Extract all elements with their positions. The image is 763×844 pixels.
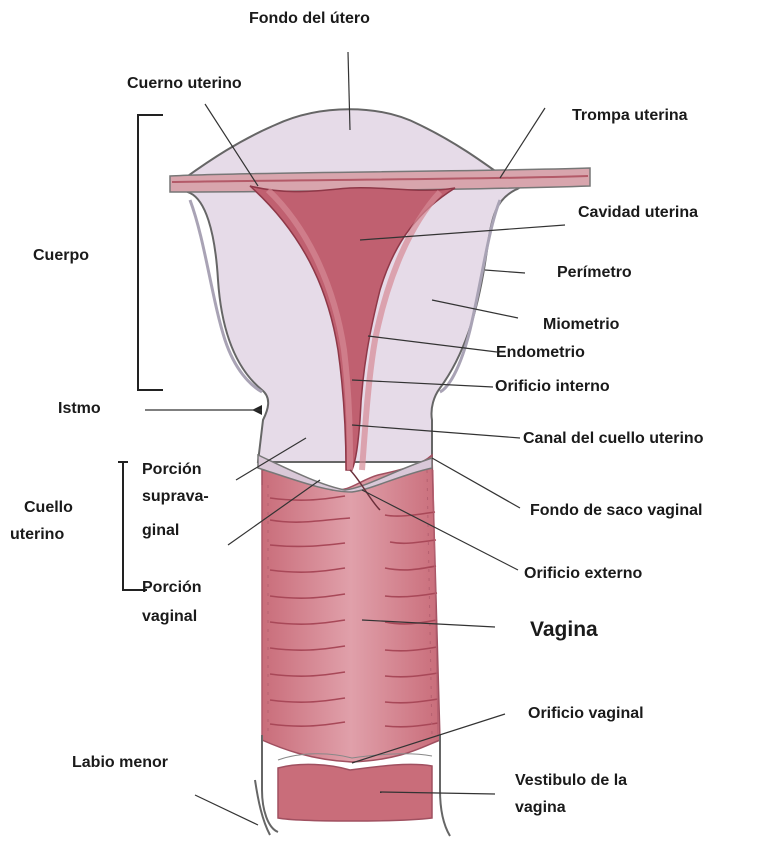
label-cuerno-uterino: Cuerno uterino <box>127 73 242 94</box>
label-canal-del-cuello: Canal del cuello uterino <box>523 428 703 449</box>
label-istmo: Istmo <box>58 398 101 419</box>
label-porcion-supravaginal-3: ginal <box>142 520 179 541</box>
label-cuello-1: Cuello <box>24 497 73 518</box>
label-porcion-vaginal-2: vaginal <box>142 606 197 627</box>
label-fondo-de-saco-vaginal: Fondo de saco vaginal <box>530 500 702 521</box>
brackets <box>118 115 163 590</box>
label-vestibulo-2: vagina <box>515 797 566 818</box>
label-porcion-supravaginal-1: Porción <box>142 459 202 480</box>
label-labio-menor: Labio menor <box>72 752 168 773</box>
label-vestibulo-1: Vestibulo de la <box>515 770 627 791</box>
label-orificio-vaginal: Orificio vaginal <box>528 703 644 724</box>
label-trompa-uterina: Trompa uterina <box>572 105 688 126</box>
label-perimetro: Perímetro <box>557 262 632 283</box>
label-endometrio: Endometrio <box>496 342 585 363</box>
label-miometrio: Miometrio <box>543 314 619 335</box>
uterus-fundus <box>185 109 505 178</box>
label-vagina: Vagina <box>530 619 598 640</box>
label-orificio-externo: Orificio externo <box>524 563 642 584</box>
label-porcion-vaginal-1: Porción <box>142 577 202 598</box>
vagina-canal <box>262 455 440 762</box>
label-porcion-supravaginal-2: suprava- <box>142 486 209 507</box>
label-fondo-del-utero: Fondo del útero <box>249 8 370 29</box>
label-orificio-interno: Orificio interno <box>495 376 610 397</box>
label-cavidad-uterina: Cavidad uterina <box>578 202 698 223</box>
label-cuello-2: uterino <box>10 524 64 545</box>
label-cuerpo: Cuerpo <box>33 245 89 266</box>
